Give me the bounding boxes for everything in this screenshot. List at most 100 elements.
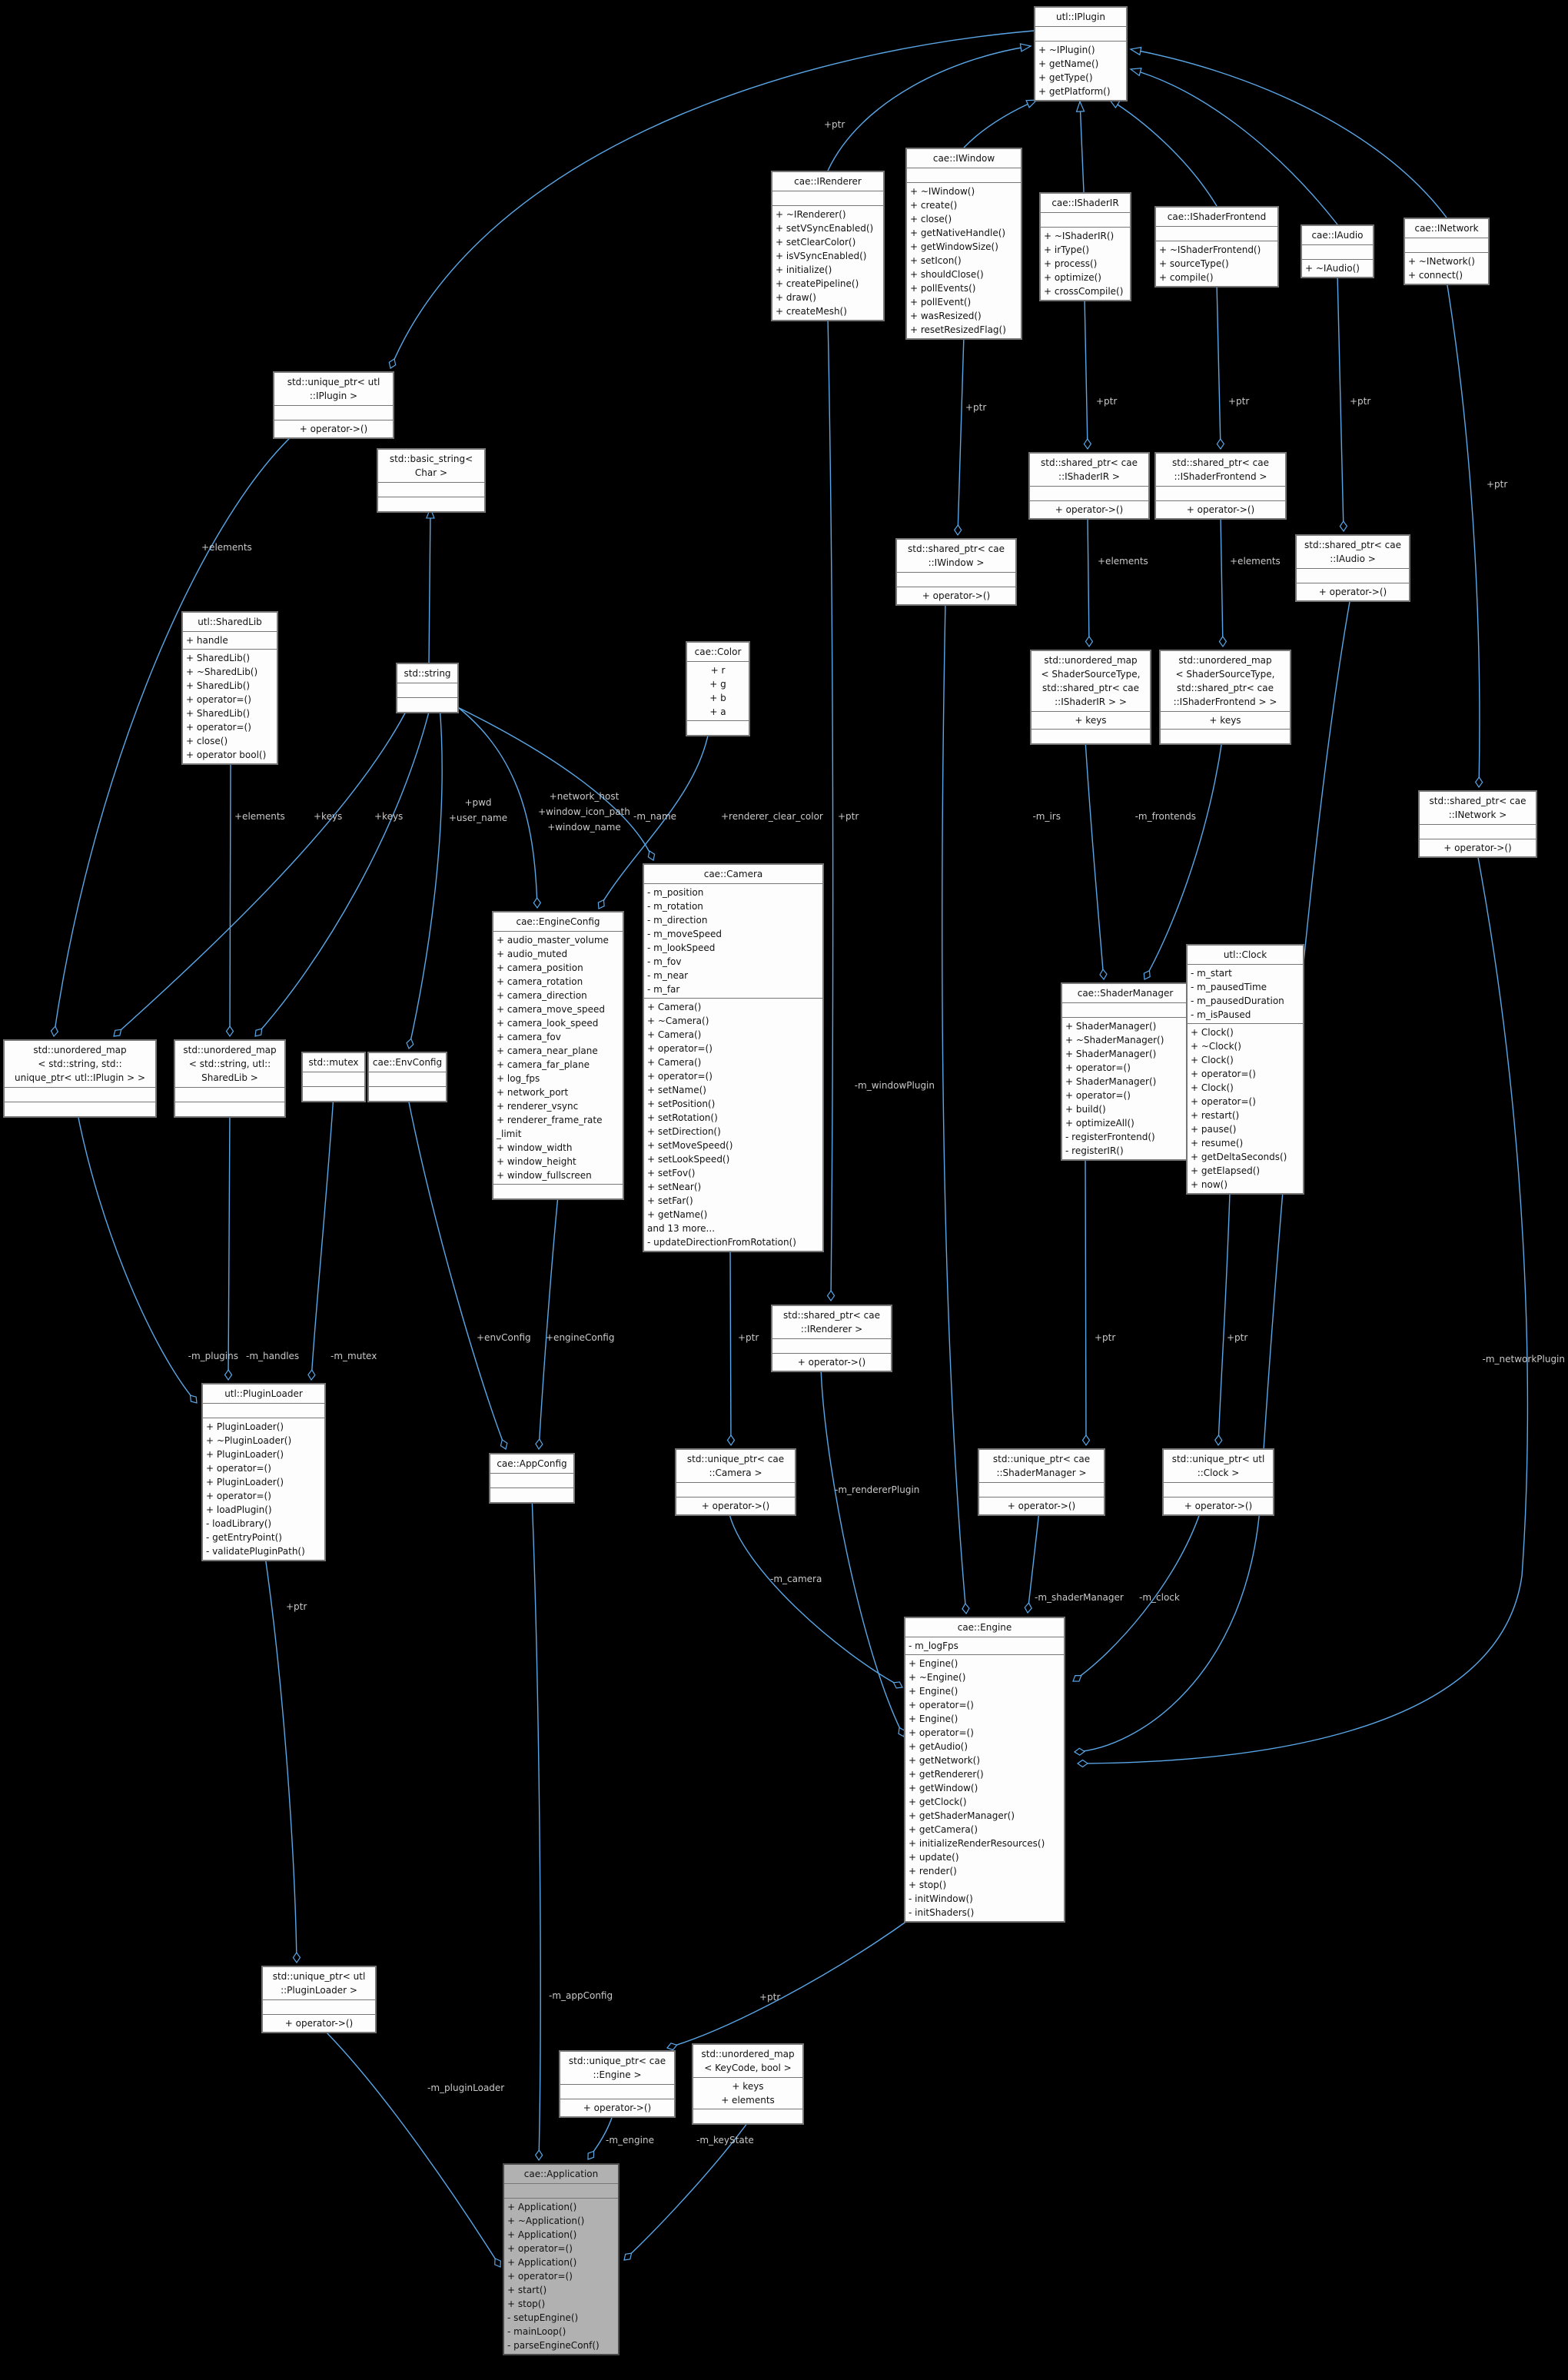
class-sptr-iaudio[interactable]: std::shared_ptr< cae ::IAudio >+ operato… <box>1295 534 1410 602</box>
class-iplugin[interactable]: utl::IPlugin+ ~IPlugin()+ getName()+ get… <box>1034 6 1128 101</box>
class-envconfig[interactable]: cae::EnvConfig <box>367 1052 447 1102</box>
class-sptr-inetwork[interactable]: std::shared_ptr< cae ::INetwork >+ opera… <box>1418 790 1537 858</box>
class-pluginloader[interactable]: utl::PluginLoader+ PluginLoader()+ ~Plug… <box>201 1383 326 1561</box>
attribute-row: + log_fps <box>497 1073 540 1084</box>
class-uptr-engine[interactable]: std::unique_ptr< cae ::Engine >+ operato… <box>559 2050 676 2118</box>
aggregation-edge-33 <box>726 1250 736 1447</box>
class-clock[interactable]: utl::Clock- m_start- m_pausedTime- m_pau… <box>1186 944 1304 1195</box>
method-row: + createMesh() <box>776 306 847 317</box>
class-application[interactable]: cae::Application+ Application()+ ~Applic… <box>503 2163 620 2355</box>
class-sharedlib[interactable]: utl::SharedLib+ handle+ SharedLib()+ ~Sh… <box>181 611 278 765</box>
class-camera[interactable]: cae::Camera- m_position- m_rotation- m_d… <box>643 863 824 1252</box>
attribute-row: + camera_look_speed <box>497 1018 599 1029</box>
class-irenderer[interactable]: cae::IRenderer+ ~IRenderer()+ setVSyncEn… <box>771 171 885 321</box>
class-sptr-ishaderfrontend[interactable]: std::shared_ptr< cae ::IShaderFrontend >… <box>1154 452 1287 520</box>
edge-label: -m_frontends <box>1135 811 1196 822</box>
class-ishaderir[interactable]: cae::IShaderIR+ ~IShaderIR()+ irType()+ … <box>1039 192 1131 301</box>
method-row: + stop() <box>507 2299 546 2309</box>
method-row: + draw() <box>776 292 816 303</box>
class-mutex[interactable]: std::mutex <box>301 1052 366 1102</box>
class-uptr-iplugin[interactable]: std::unique_ptr< utl ::IPlugin >+ operat… <box>273 371 394 439</box>
attribute-row: - m_direction <box>647 915 708 926</box>
class-ishaderfrontend[interactable]: cae::IShaderFrontend+ ~IShaderFrontend()… <box>1154 206 1279 288</box>
method-row: + operator=() <box>647 1043 713 1054</box>
attributes-section: + keys <box>1031 712 1150 730</box>
class-uptr-shadermanager[interactable]: std::unique_ptr< cae ::ShaderManager >+ … <box>978 1448 1105 1516</box>
methods-section <box>490 1488 573 1502</box>
method-row: + createPipeline() <box>776 278 859 289</box>
class-engine[interactable]: cae::Engine- m_logFps+ Engine()+ ~Engine… <box>904 1617 1065 1923</box>
class-engineconfig[interactable]: cae::EngineConfig+ audio_master_volume+ … <box>492 911 624 1200</box>
edge-label: +ptr <box>1487 479 1507 490</box>
class-title: std::shared_ptr< cae ::IAudio > <box>1297 536 1409 569</box>
class-sptr-iwindow[interactable]: std::shared_ptr< cae ::IWindow >+ operat… <box>895 538 1017 606</box>
attributes-section <box>1062 1003 1188 1018</box>
class-map-irs[interactable]: std::unordered_map < ShaderSourceType, s… <box>1030 650 1151 745</box>
class-map-frontends[interactable]: std::unordered_map < ShaderSourceType, s… <box>1159 650 1291 745</box>
aggregation-edge-28 <box>820 1367 905 1737</box>
aggregation-edge-44 <box>623 2119 750 2261</box>
method-row: - mainLoop() <box>507 2326 566 2337</box>
attributes-section <box>175 1088 284 1102</box>
class-title: std::unordered_map < std::string, utl:: … <box>175 1041 284 1088</box>
class-title: std::shared_ptr< cae ::IWindow > <box>897 540 1015 573</box>
inheritance-edge-5 <box>1129 46 1447 218</box>
edge-label: +ptr <box>1096 396 1117 407</box>
class-shadermanager[interactable]: cae::ShaderManager+ ShaderManager()+ ~Sh… <box>1061 982 1190 1161</box>
method-row: + ShaderManager() <box>1065 1021 1157 1032</box>
class-appconfig[interactable]: cae::AppConfig <box>489 1453 575 1504</box>
aggregation-edge-24 <box>1143 740 1223 980</box>
class-map-plugins[interactable]: std::unordered_map < std::string, std:: … <box>3 1039 157 1118</box>
class-title: cae::IAudio <box>1302 226 1373 245</box>
class-title: std::unique_ptr< utl ::Clock > <box>1164 1450 1273 1483</box>
method-row: + operator=() <box>186 722 251 733</box>
attributes-section <box>772 191 883 206</box>
aggregation-edge-42 <box>587 2112 614 2160</box>
class-uptr-clock[interactable]: std::unique_ptr< utl ::Clock >+ operator… <box>1162 1448 1274 1516</box>
class-map-handles[interactable]: std::unordered_map < std::string, utl:: … <box>174 1039 286 1118</box>
inheritance-edge-3 <box>1108 98 1218 207</box>
class-title: cae::IRenderer <box>772 172 883 191</box>
class-iwindow[interactable]: cae::IWindow+ ~IWindow()+ create()+ clos… <box>905 148 1022 340</box>
attributes-section: + audio_master_volume+ audio_muted+ came… <box>493 932 623 1185</box>
method-row: + operator->() <box>1184 1501 1253 1511</box>
attribute-row: + keys <box>1075 715 1107 726</box>
class-iaudio[interactable]: cae::IAudio+ ~IAudio() <box>1301 224 1374 278</box>
edge-label: +network_host <box>550 791 620 802</box>
methods-section: + ~IAudio() <box>1302 260 1373 277</box>
method-row: + setPosition() <box>647 1099 716 1109</box>
class-title: cae::EnvConfig <box>369 1053 446 1072</box>
edge-label: -m_pluginLoader <box>427 2082 504 2093</box>
class-inetwork[interactable]: cae::INetwork+ ~INetwork()+ connect() <box>1404 218 1490 285</box>
class-color[interactable]: cae::Color+ r+ g+ b+ a <box>686 641 750 736</box>
methods-section: + operator->() <box>274 420 393 437</box>
attributes-section <box>772 1339 891 1354</box>
class-uptr-camera[interactable]: std::unique_ptr< cae ::Camera >+ operato… <box>675 1448 796 1516</box>
methods-section: + Application()+ ~Application()+ Applica… <box>504 2199 618 2354</box>
class-sptr-irenderer[interactable]: std::shared_ptr< cae ::IRenderer >+ oper… <box>771 1305 892 1372</box>
attributes-section: - m_logFps <box>905 1637 1064 1655</box>
methods-section: + Engine()+ ~Engine()+ Engine()+ operato… <box>905 1655 1064 1921</box>
attribute-row: + renderer_vsync <box>497 1101 579 1112</box>
class-uptr-pluginloader[interactable]: std::unique_ptr< utl ::PluginLoader >+ o… <box>261 1966 377 2033</box>
method-row: + close() <box>910 214 952 224</box>
method-row: + stop() <box>909 1880 947 1890</box>
aggregation-edge-27 <box>1076 853 1529 1768</box>
aggregation-edge-10 <box>225 763 234 1038</box>
method-row: + setLookSpeed() <box>647 1154 730 1165</box>
method-row: + getType() <box>1038 72 1093 83</box>
attribute-row: + camera_rotation <box>497 976 583 987</box>
method-row: + Clock() <box>1191 1055 1234 1065</box>
class-map-keystate[interactable]: std::unordered_map < KeyCode, bool >+ ke… <box>692 2043 804 2125</box>
attributes-section: - m_position- m_rotation- m_direction- m… <box>644 884 822 999</box>
aggregation-edge-18 <box>1216 282 1225 450</box>
method-row: + getWindowSize() <box>910 241 998 252</box>
class-string[interactable]: std::string <box>396 663 459 713</box>
class-sptr-ishaderir[interactable]: std::shared_ptr< cae ::IShaderIR >+ oper… <box>1028 452 1150 520</box>
method-row: + ~Application() <box>507 2215 585 2226</box>
methods-section: + operator->() <box>1156 501 1285 518</box>
class-basic-string[interactable]: std::basic_string< Char > <box>377 448 486 513</box>
edge-label: +elements <box>201 542 252 553</box>
method-row: + Clock() <box>1191 1082 1234 1093</box>
edge-label: -m_mutex <box>331 1351 377 1361</box>
